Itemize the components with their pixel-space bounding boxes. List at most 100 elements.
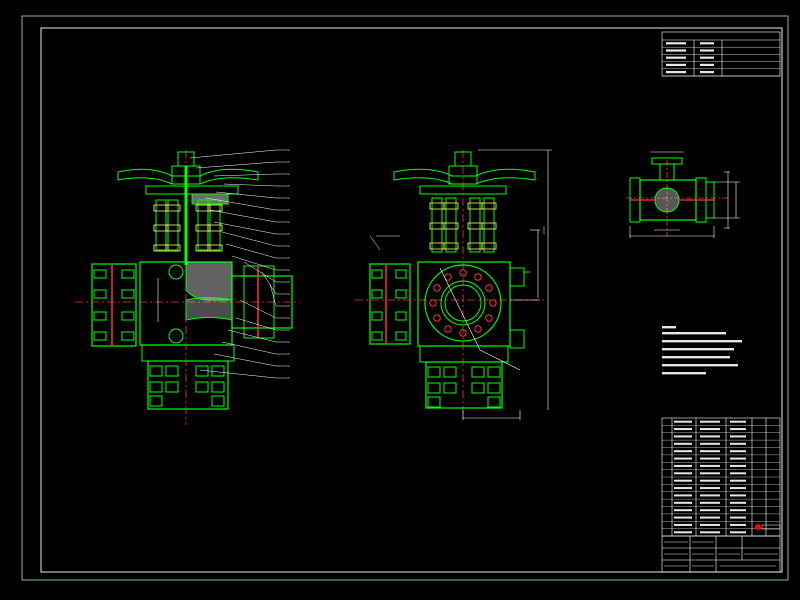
inner-border xyxy=(40,27,783,573)
parameter-table xyxy=(661,31,781,77)
parts-row-cell xyxy=(730,501,746,504)
parts-row-cell xyxy=(730,479,746,482)
left-flange-bolts xyxy=(93,269,135,341)
balloon-leader xyxy=(223,183,290,187)
balloon-leader xyxy=(213,221,290,235)
handwheel xyxy=(117,168,259,185)
flange-bolt-hole xyxy=(433,284,441,292)
parts-row-cell xyxy=(730,442,746,445)
note-line xyxy=(662,332,726,335)
balloon-leader xyxy=(221,341,290,355)
flange-bolt-hole xyxy=(444,325,452,333)
parts-list-rows xyxy=(662,420,780,534)
param-row-text xyxy=(666,56,686,59)
parts-row-cell xyxy=(700,494,720,497)
right-outlet xyxy=(231,275,293,329)
balloon-leader xyxy=(225,243,290,259)
flange-bolt-hole xyxy=(474,273,482,281)
parts-row-cell xyxy=(700,435,720,438)
parts-row-cell xyxy=(674,501,692,504)
side-handwheel xyxy=(393,168,536,185)
side-bottom-cover xyxy=(425,361,503,409)
parts-row-cell xyxy=(730,523,746,526)
balloon-leader xyxy=(213,173,290,177)
side-flange-bore xyxy=(440,280,486,326)
side-bottom-bolts xyxy=(427,366,501,408)
plug-pin-bottom xyxy=(168,328,184,344)
lower-bonnet xyxy=(141,344,235,362)
parts-row-cell xyxy=(700,457,720,460)
parts-row-cell xyxy=(700,442,720,445)
balloon-leader xyxy=(235,317,290,331)
parts-row-cell xyxy=(730,509,746,512)
top-detail-view xyxy=(626,151,740,238)
balloon-leader xyxy=(221,231,290,247)
title-block-fill xyxy=(664,541,778,567)
balloon-leader xyxy=(189,149,290,159)
parts-row-cell xyxy=(674,487,692,490)
flange-bolt-hole xyxy=(444,273,452,281)
parts-row-cell xyxy=(674,450,692,453)
parts-row-cell xyxy=(700,509,720,512)
parts-row-cell xyxy=(730,450,746,453)
side-yoke xyxy=(419,185,507,195)
side-stud-nuts xyxy=(429,202,497,250)
parts-row-cell xyxy=(674,457,692,460)
parts-row-cell xyxy=(700,420,720,423)
parts-row-cell xyxy=(700,516,720,519)
side-operating-handle xyxy=(509,267,525,287)
side-bonnet-studs xyxy=(431,197,495,253)
balloon-leader xyxy=(243,261,290,283)
parts-row-cell xyxy=(674,509,692,512)
parts-row-cell xyxy=(674,494,692,497)
bottom-cover-bolts xyxy=(149,365,225,407)
balloon-leader xyxy=(215,191,290,199)
part-leaders xyxy=(189,149,290,379)
body-section-hatch xyxy=(185,261,233,301)
balloon-leader xyxy=(227,329,290,343)
note-line xyxy=(662,364,738,367)
balloon-leader xyxy=(231,255,290,271)
parts-row-cell xyxy=(674,420,692,423)
side-dimensions xyxy=(439,149,552,420)
param-row-text xyxy=(666,63,686,66)
flange-bolt-hole xyxy=(474,325,482,333)
side-hub xyxy=(448,165,478,185)
left-flange xyxy=(91,263,137,347)
parts-row-cell xyxy=(700,523,720,526)
parts-row-cell xyxy=(730,487,746,490)
parts-row-cell xyxy=(674,435,692,438)
side-flange-outer xyxy=(424,264,502,342)
parts-row-cell xyxy=(700,479,720,482)
parts-row-cell xyxy=(700,472,720,475)
balloon-leader xyxy=(209,209,290,223)
parts-row-cell xyxy=(730,494,746,497)
detail-plug xyxy=(654,187,680,213)
side-flange-inner xyxy=(444,284,482,322)
balloon-leader xyxy=(261,271,290,295)
title-block xyxy=(661,535,781,573)
side-lower-handle xyxy=(509,329,525,349)
parts-row-cell xyxy=(674,472,692,475)
parts-row-cell xyxy=(730,435,746,438)
outer-border xyxy=(21,15,789,581)
parts-row-cell xyxy=(730,420,746,423)
company-logo xyxy=(755,524,781,530)
flange-bolt-hole xyxy=(429,299,437,307)
front-section-view xyxy=(75,149,300,425)
parts-row-cell xyxy=(674,428,692,431)
flange-bolt-hole xyxy=(485,314,493,322)
parts-row-cell xyxy=(730,464,746,467)
side-left-flange-bolts xyxy=(371,269,407,341)
parts-row-cell xyxy=(700,501,720,504)
stud-nuts xyxy=(153,204,223,252)
detail-dimensions xyxy=(629,151,740,238)
parts-row-cell xyxy=(674,523,692,526)
parts-row-cell xyxy=(730,472,746,475)
side-lower-bonnet xyxy=(419,345,509,363)
note-line xyxy=(662,348,734,351)
plug-section xyxy=(185,297,233,321)
note-line xyxy=(662,372,706,375)
parts-row-cell xyxy=(700,464,720,467)
